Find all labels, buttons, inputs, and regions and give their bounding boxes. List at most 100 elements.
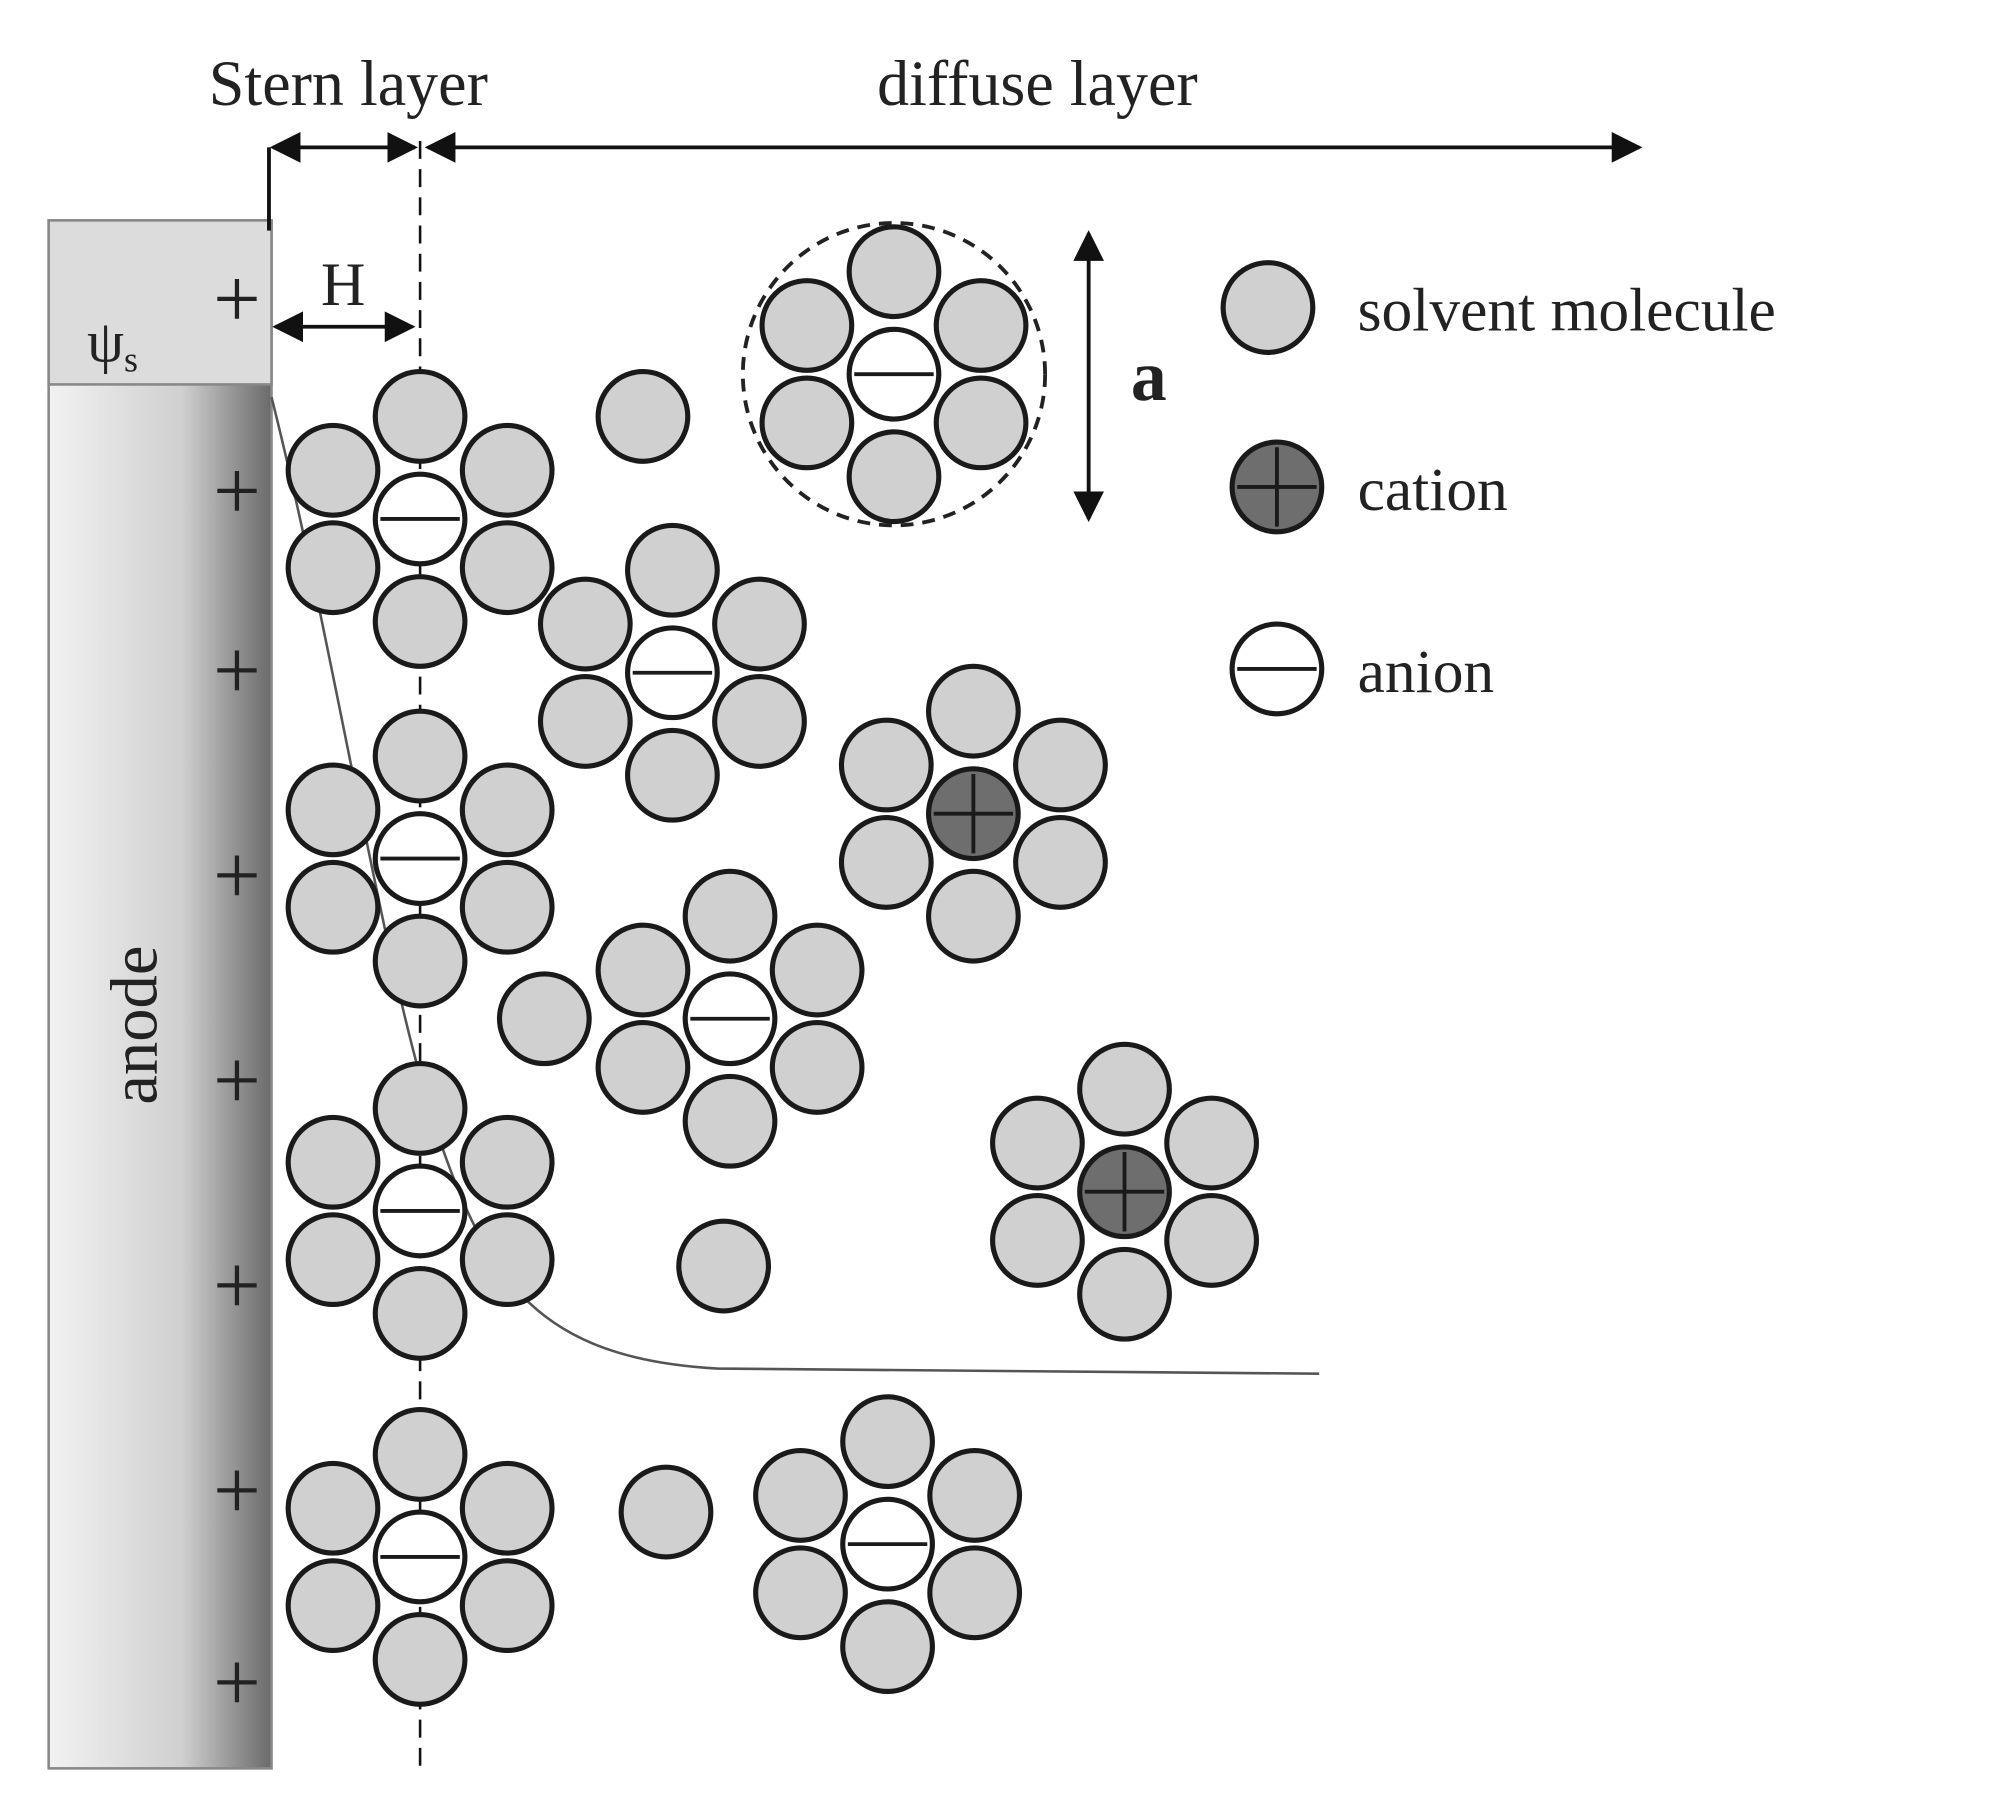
- solvent-molecule: [676, 1218, 772, 1314]
- anion: [372, 471, 468, 567]
- solvent-molecule: [459, 762, 555, 858]
- solvent-molecule: [459, 1212, 555, 1308]
- solvent-molecule: [625, 727, 720, 823]
- solvent-molecule: [846, 429, 942, 525]
- solvent-molecule: [372, 1407, 468, 1502]
- solvent-molecule: [990, 1193, 1085, 1288]
- solvent-molecule: [990, 1095, 1085, 1191]
- solvent-molecule: [759, 278, 855, 373]
- solvent-molecule: [372, 1061, 468, 1156]
- anode: anode ψs: [47, 219, 273, 1770]
- solvent-molecule: [285, 859, 381, 955]
- legend: solvent molecule cation anion: [1220, 260, 1776, 717]
- solvent-molecule: [1164, 1193, 1259, 1288]
- solvated-anion: [537, 522, 807, 823]
- solvated-cation: [990, 1041, 1259, 1342]
- solvent-molecule: [927, 1448, 1023, 1543]
- solvent-molecule: [682, 868, 778, 964]
- solvent-molecule: [1220, 260, 1316, 355]
- anion: [372, 1509, 468, 1605]
- solvent-molecule: [840, 1599, 935, 1695]
- solvent-molecule: [372, 1266, 468, 1361]
- solvent-molecule: [846, 224, 942, 320]
- solvent-molecule: [459, 1114, 555, 1210]
- solvated-anion: [285, 708, 555, 1009]
- solvent-molecule: [372, 369, 468, 464]
- anion: [682, 971, 778, 1067]
- plus-charge: +: [213, 1239, 261, 1332]
- solvent-molecule: [769, 1020, 865, 1115]
- solvent-molecule: [838, 814, 934, 910]
- cation: [925, 766, 1021, 862]
- anion: [840, 1496, 935, 1592]
- solvated-anion: [285, 369, 555, 669]
- layer-dimension-arrows: [267, 131, 1643, 1775]
- solvent-molecule: [595, 1020, 691, 1115]
- plus-charge: +: [213, 253, 261, 346]
- solvent-molecule: [372, 574, 468, 669]
- solvent-molecule: [925, 663, 1021, 759]
- solvent-molecule: [285, 422, 381, 518]
- solvent-molecule: [537, 674, 633, 769]
- solvent-molecule: [712, 576, 807, 672]
- solvent-molecule: [537, 576, 633, 672]
- plus-charge: +: [213, 1637, 261, 1730]
- cation: [1077, 1144, 1172, 1240]
- solvent-molecule: [459, 422, 555, 518]
- anion: [846, 326, 942, 422]
- solvent-molecule: [753, 1448, 848, 1543]
- anion: [372, 811, 468, 906]
- solvent-molecule: [1013, 717, 1108, 813]
- diffuse-layer-label: diffuse layer: [877, 48, 1198, 119]
- plus-charge: +: [213, 1444, 261, 1537]
- solvent-molecule: [459, 520, 555, 616]
- solvent-molecule: [459, 859, 555, 955]
- solvent-molecule: [840, 1394, 935, 1490]
- legend-solvent-label: solvent molecule: [1358, 277, 1776, 345]
- solvent-molecule: [618, 1464, 714, 1560]
- cation: [1229, 439, 1325, 535]
- solvent-molecule: [372, 708, 468, 804]
- plus-charge: +: [213, 445, 261, 538]
- solvated-anion: [595, 868, 865, 1169]
- surface-potential-label: ψs: [87, 308, 138, 379]
- H-label: H: [321, 251, 365, 319]
- legend-anion-label: anion: [1358, 638, 1495, 706]
- solvent-molecule: [933, 278, 1029, 373]
- solvent-molecule: [1077, 1041, 1172, 1137]
- anion: [625, 625, 720, 721]
- solvent-molecule: [759, 375, 855, 471]
- solvent-molecule: [285, 1212, 381, 1308]
- solvent-molecule: [769, 922, 865, 1018]
- solvent-molecule: [595, 369, 691, 464]
- solvated-anion: [285, 1061, 555, 1361]
- solvent-molecule: [625, 522, 720, 618]
- solvent-molecule: [927, 1545, 1023, 1641]
- anion: [372, 1163, 468, 1259]
- solvation-shell-dashed: [740, 221, 1048, 528]
- solvent-molecule: [496, 971, 592, 1067]
- solvated-anion: [285, 1407, 555, 1707]
- solvent-molecule: [595, 922, 691, 1018]
- solvent-molecule: [838, 717, 934, 813]
- solvent-molecule: [712, 674, 807, 769]
- solvent-molecule: [1164, 1095, 1259, 1191]
- a-label: a: [1131, 336, 1167, 416]
- anion: [1229, 621, 1325, 717]
- solvent-molecule: [285, 1114, 381, 1210]
- solvated-anion: [759, 224, 1029, 525]
- solvent-molecule: [1013, 814, 1108, 910]
- solvent-molecule: [285, 1460, 381, 1556]
- solvent-molecule: [1077, 1246, 1172, 1342]
- solvent-molecule: [459, 1558, 555, 1654]
- solvent-molecule: [753, 1545, 848, 1641]
- anode-label: anode: [98, 946, 171, 1105]
- plus-charge: +: [213, 1034, 261, 1127]
- solvent-molecule: [459, 1460, 555, 1556]
- solvent-molecule: [925, 868, 1021, 964]
- solvated-anion: [753, 1394, 1023, 1695]
- stern-layer-label: Stern layer: [209, 48, 488, 119]
- legend-cation-label: cation: [1358, 456, 1508, 524]
